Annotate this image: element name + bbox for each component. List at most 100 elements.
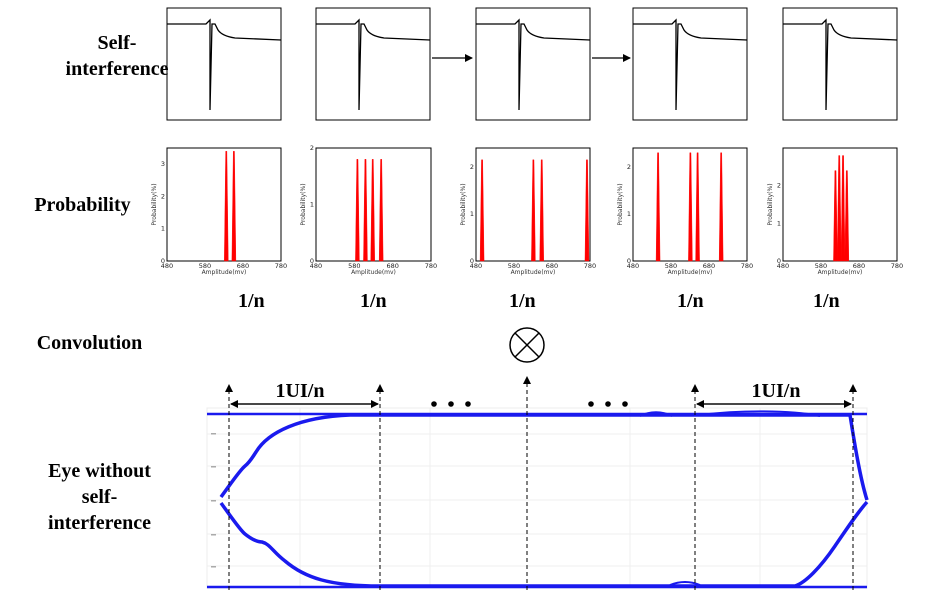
convolution-label: Convolution xyxy=(36,332,143,354)
fraction-label-3: 1/n xyxy=(509,290,536,312)
histogram-xtick: 680 xyxy=(853,262,865,270)
histogram-peak xyxy=(378,159,384,262)
pulse-panel-1 xyxy=(166,7,282,121)
histogram-peak xyxy=(584,159,590,262)
histogram-frame xyxy=(166,147,282,262)
ui-span-right: 1UI/n xyxy=(696,380,852,408)
histogram-peak xyxy=(695,152,700,262)
histogram-xtick: 780 xyxy=(584,262,596,270)
histogram-ytick: 2 xyxy=(161,192,165,200)
pulse-panel-3 xyxy=(475,7,591,121)
pulse-panel-5 xyxy=(782,7,898,121)
histogram-ytick: 1 xyxy=(777,219,781,227)
eye-traces xyxy=(207,410,869,589)
histogram-ylabel: Probability(%) xyxy=(460,183,467,225)
pulse-waveform xyxy=(316,18,431,111)
histogram-xtick: 580 xyxy=(815,262,827,270)
histogram-ytick: 2 xyxy=(310,144,314,152)
circled-times-icon xyxy=(509,327,545,363)
histogram-xlabel: Amplitude(mv) xyxy=(351,269,396,276)
histogram-peak xyxy=(231,151,237,262)
histogram-peak xyxy=(355,159,360,262)
histogram-xtick: 480 xyxy=(161,262,173,270)
histogram-ytick: 2 xyxy=(627,163,631,171)
histogram-peak xyxy=(479,159,485,262)
histogram-xtick: 480 xyxy=(777,262,789,270)
eye-axis-ticks xyxy=(211,433,216,568)
histogram-peak xyxy=(224,151,229,262)
histogram-xtick: 580 xyxy=(508,262,520,270)
ui-markers xyxy=(225,376,857,590)
histogram-ytick: 0 xyxy=(777,257,781,265)
histogram-xtick: 480 xyxy=(627,262,639,270)
eye-label: Eye without self- interference xyxy=(48,460,151,534)
histogram-ytick: 0 xyxy=(310,257,314,265)
histogram-xtick: 780 xyxy=(275,262,287,270)
histogram-ytick: 1 xyxy=(310,201,314,209)
pulse-panels xyxy=(166,7,898,121)
histogram-ytick: 1 xyxy=(470,210,474,218)
histogram-ylabel: Probability(%) xyxy=(151,183,158,225)
histogram-ytick: 0 xyxy=(627,257,631,265)
pulse-waveform xyxy=(476,18,591,111)
histogram-peak xyxy=(363,159,368,262)
histogram-xtick: 480 xyxy=(310,262,322,270)
histogram-peak xyxy=(844,170,850,262)
histogram-ytick: 2 xyxy=(777,182,781,190)
histogram-ylabel: Probability(%) xyxy=(767,183,774,225)
histogram-xtick: 480 xyxy=(470,262,482,270)
histogram-xtick: 680 xyxy=(237,262,249,270)
histogram-peak xyxy=(539,159,544,262)
histogram-peak xyxy=(688,152,693,262)
pulse-waveform xyxy=(167,18,282,111)
pulse-waveform xyxy=(633,18,748,111)
histogram-peak xyxy=(837,155,842,262)
probability-label: Probability xyxy=(34,194,131,216)
histogram-xlabel: Amplitude(mv) xyxy=(202,269,247,276)
histogram-peak xyxy=(833,170,838,262)
pulse-panel-4 xyxy=(632,7,748,121)
ui-span-left: 1UI/n xyxy=(230,380,379,408)
histogram-xtick: 680 xyxy=(386,262,398,270)
histogram-xlabel: Amplitude(mv) xyxy=(511,269,556,276)
histogram-peak xyxy=(531,159,536,262)
histogram-ytick: 0 xyxy=(161,257,165,265)
histogram-ytick: 2 xyxy=(470,163,474,171)
histogram-xtick: 780 xyxy=(425,262,437,270)
histogram-xtick: 680 xyxy=(546,262,558,270)
fraction-label-1: 1/n xyxy=(238,290,265,312)
histogram-xtick: 780 xyxy=(741,262,753,270)
histogram-peak xyxy=(718,152,724,262)
histogram-xtick: 580 xyxy=(348,262,360,270)
ellipsis-icon xyxy=(431,401,628,407)
ui-span-right-label: 1UI/n xyxy=(752,380,801,402)
histogram-peak xyxy=(655,152,661,262)
eye-diagram xyxy=(206,407,869,589)
histogram-ylabel: Probability(%) xyxy=(300,183,307,225)
pulse-panel-2 xyxy=(315,7,431,121)
eye-gridlines xyxy=(207,408,867,588)
fraction-label-5: 1/n xyxy=(813,290,840,312)
histogram-ytick: 0 xyxy=(470,257,474,265)
histogram-ytick: 3 xyxy=(161,160,165,168)
histogram-peak xyxy=(840,155,846,262)
histogram-peak xyxy=(370,159,375,262)
histogram-ytick: 1 xyxy=(627,210,631,218)
histogram-ylabel: Probability(%) xyxy=(617,183,624,225)
self-interference-label: Self- interference xyxy=(65,32,169,80)
histogram-xtick: 780 xyxy=(891,262,903,270)
ui-span-left-label: 1UI/n xyxy=(276,380,325,402)
histogram-ytick: 1 xyxy=(161,225,165,233)
histogram-xlabel: Amplitude(mv) xyxy=(818,269,863,276)
histogram-xtick: 580 xyxy=(199,262,211,270)
histogram-xlabel: Amplitude(mv) xyxy=(668,269,713,276)
pulse-waveform xyxy=(783,18,898,111)
fraction-label-2: 1/n xyxy=(360,290,387,312)
